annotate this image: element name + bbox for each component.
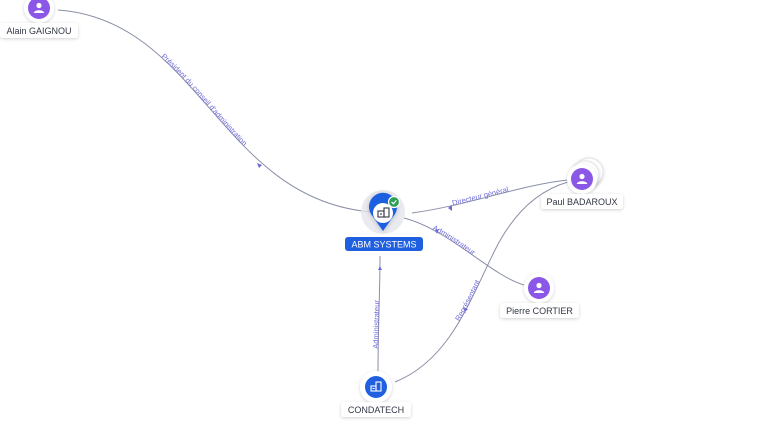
building-icon	[370, 381, 382, 392]
node-label: Pierre CORTIER	[506, 306, 573, 316]
node-label-bg	[341, 402, 411, 417]
person-icon	[576, 173, 588, 184]
node-label: ABM SYSTEMS	[351, 240, 416, 250]
edge-arrow	[378, 266, 382, 270]
node-paul-badaroux[interactable]: Paul BADAROUX	[541, 157, 623, 209]
node-condatech[interactable]: CONDATECH	[341, 371, 411, 417]
edge-alain-abm[interactable]: Président du conseil d'administration	[57, 9, 373, 213]
node-pierre-cortier[interactable]: Pierre CORTIER	[500, 273, 579, 318]
edge-label-president: Président du conseil d'administration	[160, 52, 249, 148]
node-label-bg	[345, 237, 423, 251]
person-icon	[33, 2, 45, 13]
node-abm-systems[interactable]: ABM SYSTEMS	[345, 190, 423, 251]
person-avatar	[28, 0, 50, 19]
person-icon	[533, 282, 545, 293]
node-alain-gaignou[interactable]: Alain GAIGNOU	[0, 0, 78, 38]
edge-label-representant: Représentant	[453, 278, 482, 323]
node-label-bg	[500, 303, 579, 318]
edge-arrow	[463, 308, 468, 312]
check-mark	[391, 200, 397, 205]
node-label: Paul BADAROUX	[546, 197, 617, 207]
node-label: CONDATECH	[348, 405, 404, 415]
edge-arrow	[448, 205, 452, 211]
edge-arrow	[435, 229, 439, 234]
node-label-bg	[541, 194, 623, 209]
edge-arrow	[257, 163, 262, 168]
verified-check-icon	[387, 195, 401, 209]
edge-label-administrateur-pierre: Administrateur	[431, 223, 477, 257]
node-label: Alain GAIGNOU	[6, 26, 71, 36]
node-label-bg	[0, 23, 78, 38]
edge-label-administrateur-condatech: Administrateur	[371, 300, 381, 349]
building-icon	[377, 207, 390, 218]
edge-pierre-abm[interactable]: Administrateur	[403, 217, 525, 286]
edge-condatech-abm[interactable]: Administrateur	[371, 255, 382, 373]
edge-label-directeur-general: Directeur général	[451, 185, 509, 208]
